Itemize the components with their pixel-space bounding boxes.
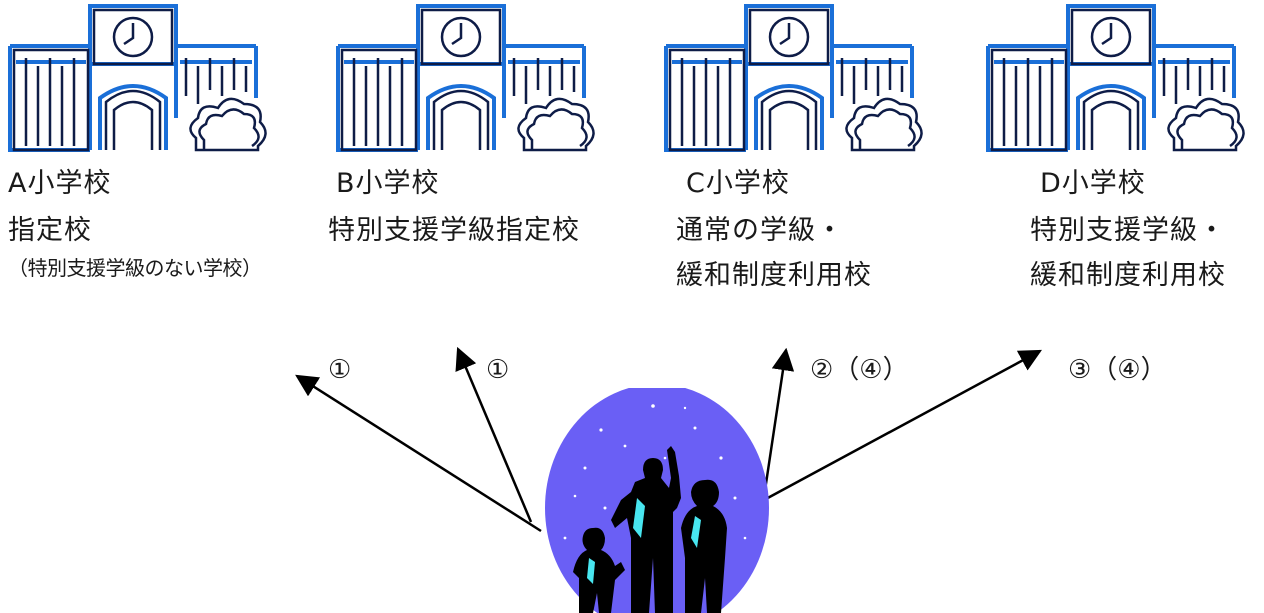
- school-building-icon: [664, 4, 923, 152]
- school-building-icon: [8, 4, 267, 152]
- school-c-labels: C小学校 通常の学級・ 緩和制度利用校: [676, 170, 996, 307]
- school-a-labels: A小学校 指定校 （特別支援学級のない学校）: [8, 170, 328, 278]
- arrow-label-d: ③（④）: [1068, 355, 1167, 385]
- school-d-type-2: 緩和制度利用校: [1030, 260, 1226, 291]
- school-b-name: B小学校: [336, 168, 440, 199]
- school-a-name: A小学校: [8, 168, 112, 199]
- school-a-note: （特別支援学級のない学校）: [8, 256, 262, 280]
- school-b-labels: B小学校 特別支援学級指定校: [328, 170, 648, 262]
- arrow-label-b: ①: [486, 355, 510, 385]
- arrow-label-a: ①: [328, 355, 352, 385]
- school-b-type: 特別支援学級指定校: [328, 215, 580, 246]
- school-building-icon: [986, 4, 1245, 152]
- school-d-labels: D小学校 特別支援学級・ 緩和制度利用校: [1030, 170, 1264, 307]
- school-c-type-2: 緩和制度利用校: [676, 260, 872, 291]
- school-d-name: D小学校: [1040, 168, 1146, 199]
- school-d-type-1: 特別支援学級・: [1030, 215, 1226, 246]
- arrow-to-d: [763, 349, 1042, 502]
- arrow-to-b: [455, 346, 533, 523]
- arrow-to-a: [295, 374, 542, 533]
- school-c-name: C小学校: [686, 168, 790, 199]
- school-a-type: 指定校: [8, 215, 92, 246]
- arrow-label-c: ②（④）: [810, 355, 909, 385]
- school-building-icon: [336, 4, 595, 152]
- school-c-type-1: 通常の学級・: [676, 215, 844, 246]
- arrow-to-c: [762, 347, 795, 498]
- family-silhouette-icon: [545, 388, 769, 613]
